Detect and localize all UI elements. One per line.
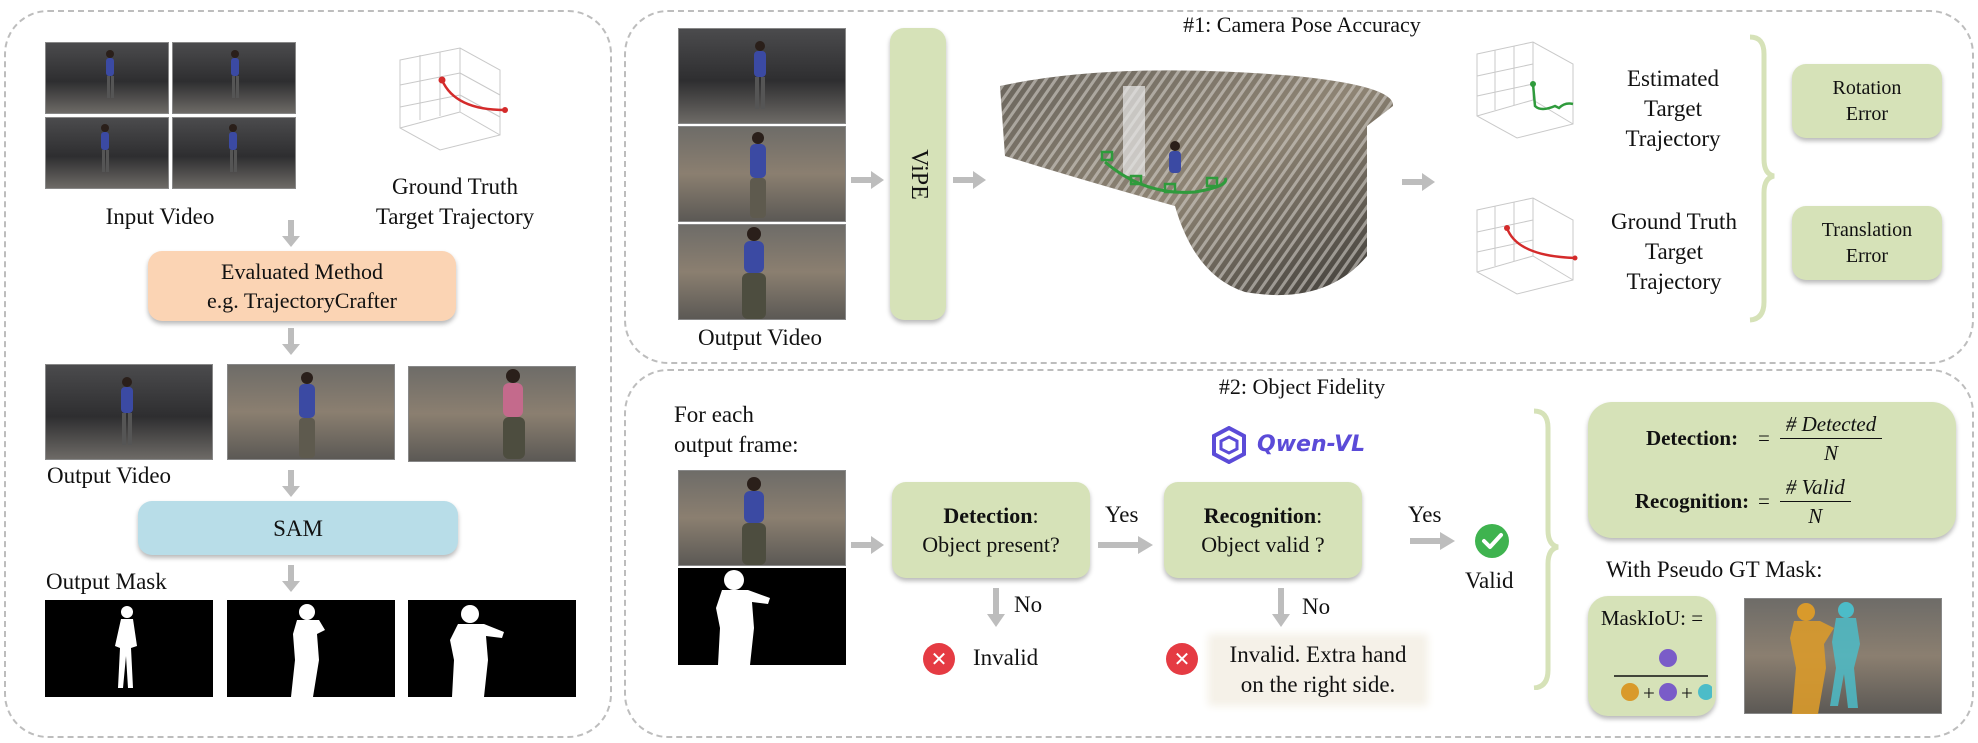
vipe-box: ViPE (890, 28, 946, 320)
camera-pose-title: #1: Camera Pose Accuracy (1183, 12, 1421, 37)
ground-truth-trajectory-plot (399, 47, 508, 151)
sam-box: SAM (138, 501, 458, 555)
valid-label: Valid (1465, 568, 1514, 593)
invalid-x-icon-2: ✕ (1166, 643, 1198, 675)
camera-pose-panel (624, 10, 1974, 364)
pseudo-gt-overlay (1790, 602, 1860, 714)
yes-label-2: Yes (1408, 502, 1442, 527)
output-video-figures (121, 369, 525, 459)
input-video-label: Input Video (105, 204, 215, 229)
point-cloud-reconstruction (1000, 70, 1394, 296)
output-mask-2 (227, 600, 395, 697)
arrow-right-1 (851, 171, 884, 189)
pose-bracket (1749, 34, 1775, 323)
arrow-down-4 (282, 565, 300, 592)
no-label-2: No (1302, 594, 1331, 619)
no-label-1: No (1014, 592, 1043, 617)
arrow-down-5 (987, 588, 1005, 627)
maskiou-plus-1: + (1643, 681, 1655, 705)
qwen-logo-icon (1212, 426, 1246, 464)
object-fidelity-title: #2: Object Fidelity (1218, 374, 1386, 399)
output-mask-label: Output Mask (46, 569, 167, 594)
fidelity-video-figure (742, 477, 766, 565)
qwen-vl-label: Qwen-VL (1257, 432, 1366, 457)
arrow-right-5 (1098, 536, 1153, 554)
fidelity-bracket (1533, 408, 1559, 690)
output-video-label: Output Video (47, 463, 172, 488)
valid-check-icon (1475, 524, 1509, 558)
maskiou-plus-2: + (1681, 681, 1693, 705)
arrow-right-3 (1402, 173, 1435, 191)
pseudo-gt-label: With Pseudo GT Mask: (1606, 557, 1823, 582)
invalid-label-1: Invalid (973, 645, 1039, 670)
pose-output-video-label: Output Video (697, 325, 823, 350)
gt-trajectory-plot (1476, 197, 1578, 295)
arrow-right-6 (1410, 532, 1455, 550)
arrow-down-2 (282, 328, 300, 355)
output-mask-3 (408, 600, 576, 697)
evaluation-pipeline-panel (4, 10, 612, 738)
pose-video-figures (742, 41, 766, 319)
yes-label-1: Yes (1105, 502, 1139, 527)
maskiou-box: MaskIoU: = (1588, 596, 1716, 716)
invalid-x-icon-1: ✕ (923, 643, 955, 675)
recognition-box: Recognition: Object valid ? (1164, 482, 1362, 578)
arrow-down-3 (282, 470, 300, 497)
detection-box: Detection: Object present? (892, 482, 1090, 578)
estimated-trajectory-plot (1476, 41, 1574, 139)
output-video-frame-3 (408, 366, 576, 462)
fidelity-mask-frame (678, 568, 846, 665)
invalid-reason-note (1214, 640, 1422, 700)
output-mask-1 (45, 600, 213, 697)
input-video-figures (101, 50, 239, 172)
arrow-right-2 (953, 171, 986, 189)
arrow-right-4 (851, 536, 884, 554)
arrow-down-1 (282, 220, 300, 247)
arrow-down-6 (1272, 588, 1290, 627)
maskiou-formula (1614, 649, 1712, 701)
object-fidelity-panel (624, 369, 1974, 738)
